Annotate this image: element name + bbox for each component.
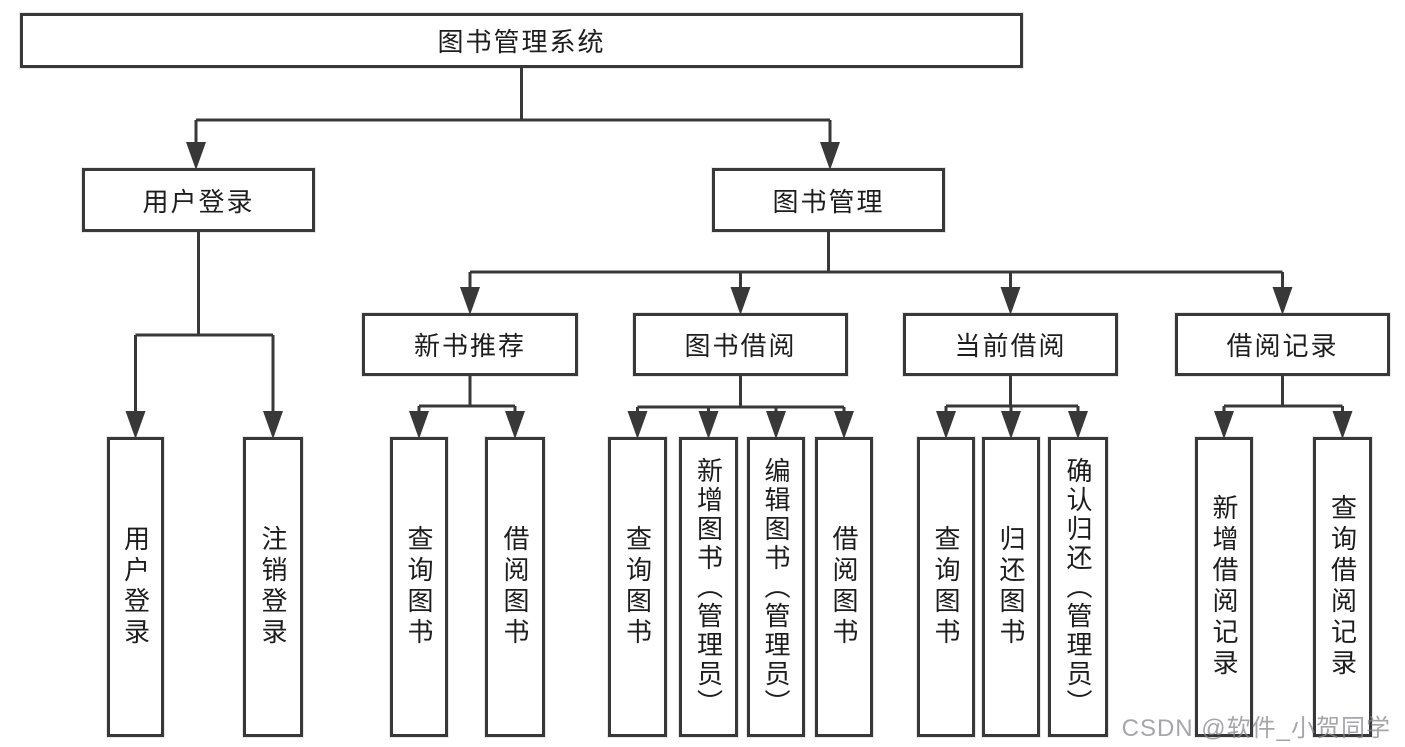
node-book-management-label: 图书管理 (772, 186, 885, 217)
node-current-borrow-label: 当前借阅 (954, 331, 1067, 361)
node-leaf-confirm-return-admin: 确认归还（管理员） (1048, 437, 1108, 737)
node-leaf-query-borrow-record-label: 查询借阅记录 (1327, 494, 1358, 680)
node-new-book-recommend: 新书推荐 (362, 313, 578, 376)
node-user-login-label: 用户登录 (142, 186, 255, 217)
node-system-root: 图书管理系统 (20, 13, 1023, 68)
node-leaf-confirm-return-admin-label: 确认归还（管理员） (1063, 456, 1093, 718)
node-leaf-add-borrow-record: 新增借阅记录 (1195, 437, 1253, 737)
node-leaf-query-books-borrow: 查询图书 (608, 437, 667, 737)
node-leaf-add-borrow-record-label: 新增借阅记录 (1209, 494, 1239, 680)
node-book-borrow: 图书借阅 (633, 313, 848, 376)
node-leaf-borrow-books-recommend-label: 借阅图书 (500, 525, 530, 649)
node-leaf-borrow-books-recommend: 借阅图书 (485, 437, 545, 737)
node-leaf-borrow-books: 借阅图书 (815, 437, 873, 737)
node-leaf-edit-books-admin: 编辑图书（管理员） (747, 437, 805, 737)
node-current-borrow: 当前借阅 (903, 313, 1118, 376)
node-leaf-query-books-recommend-label: 查询图书 (404, 525, 434, 649)
node-leaf-return-books-label: 归还图书 (996, 525, 1026, 649)
node-leaf-return-books: 归还图书 (982, 437, 1040, 737)
node-book-borrow-label: 图书借阅 (684, 331, 797, 361)
node-leaf-logout: 注销登录 (243, 437, 303, 737)
node-leaf-logout-label: 注销登录 (258, 525, 288, 649)
node-borrow-records-label: 借阅记录 (1226, 331, 1339, 361)
node-leaf-add-books-admin: 新增图书（管理员） (679, 437, 738, 737)
node-leaf-edit-books-admin-label: 编辑图书（管理员） (761, 456, 791, 718)
node-leaf-user-login-label: 用户登录 (120, 525, 151, 649)
node-leaf-query-borrow-record: 查询借阅记录 (1313, 437, 1372, 737)
node-leaf-query-books-recommend: 查询图书 (390, 437, 448, 737)
node-leaf-user-login: 用户登录 (107, 437, 164, 737)
node-system-root-label: 图书管理系统 (437, 27, 606, 57)
node-borrow-records: 借阅记录 (1175, 313, 1390, 376)
node-leaf-query-books-current: 查询图书 (917, 437, 975, 737)
node-leaf-query-books-borrow-label: 查询图书 (622, 525, 653, 649)
node-new-book-recommend-label: 新书推荐 (413, 331, 526, 361)
node-book-management: 图书管理 (712, 168, 945, 232)
node-leaf-add-books-admin-label: 新增图书（管理员） (693, 456, 724, 718)
node-user-login: 用户登录 (82, 168, 315, 232)
csdn-watermark: CSDN @软件_小贺同学 (1121, 715, 1391, 742)
node-leaf-query-books-current-label: 查询图书 (931, 525, 961, 649)
node-leaf-borrow-books-label: 借阅图书 (829, 525, 859, 649)
